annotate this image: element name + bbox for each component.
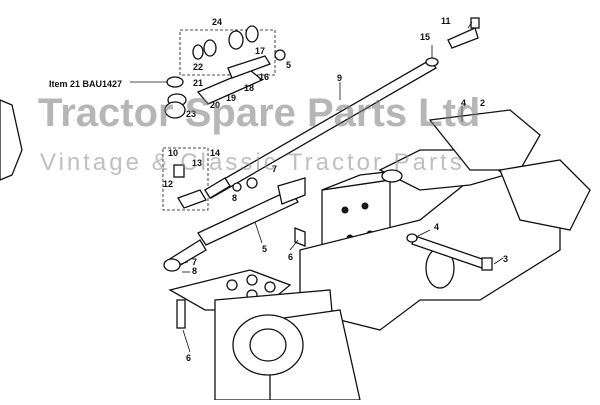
callout-6-mid: 6 [288,252,293,262]
callout-22: 22 [193,62,203,72]
callout-5-top: 5 [286,60,291,70]
callout-13: 13 [192,158,202,168]
callout-8-mid: 8 [232,193,237,203]
watermark-subtitle: Vintage & Classic Tractor Parts [40,149,465,176]
callout-numbers: 24 22 21 20 19 18 17 16 5 23 11 15 9 4 2… [163,16,508,363]
ball-joint-12 [173,164,231,209]
steering-arm [168,269,361,401]
callout-7-bottom: 7 [192,257,197,267]
bolt-3 [406,233,493,271]
ball-joint-box [162,147,209,211]
callout-24: 24 [212,17,222,27]
callout-18: 18 [244,83,254,93]
stud-bolts [176,227,306,329]
callout-2: 2 [480,98,485,108]
callout-23: 23 [186,109,196,119]
leader-lines [130,21,504,353]
seal-rings [192,25,259,60]
callout-10: 10 [168,148,178,158]
callout-6-bottom: 6 [186,353,191,363]
callout-7-mid: 7 [272,164,277,174]
callout-11: 11 [441,16,451,26]
watermark-title: Tractor Spare Parts Ltd [38,91,480,135]
callout-17: 17 [255,46,265,56]
wheel-fragment [0,99,23,181]
callout-19: 19 [226,93,236,103]
callout-9: 9 [337,73,342,83]
drag-link [163,177,306,272]
callout-15: 15 [420,32,430,42]
item-reference-label: Item 21 BAU1427 [49,79,122,89]
callout-14: 14 [210,148,220,158]
callout-5-bottom: 5 [262,244,267,254]
callout-4-bottom: 4 [434,222,439,232]
ball-joint-assembly-top [164,49,286,119]
callout-4-top: 4 [461,98,466,108]
callout-3: 3 [503,254,508,264]
callout-20: 20 [210,100,220,110]
callout-12: 12 [163,179,173,189]
callout-16: 16 [259,72,269,82]
ball-joint-11 [447,17,480,49]
callout-21: 21 [193,78,203,88]
callout-8-bottom: 8 [192,266,197,276]
